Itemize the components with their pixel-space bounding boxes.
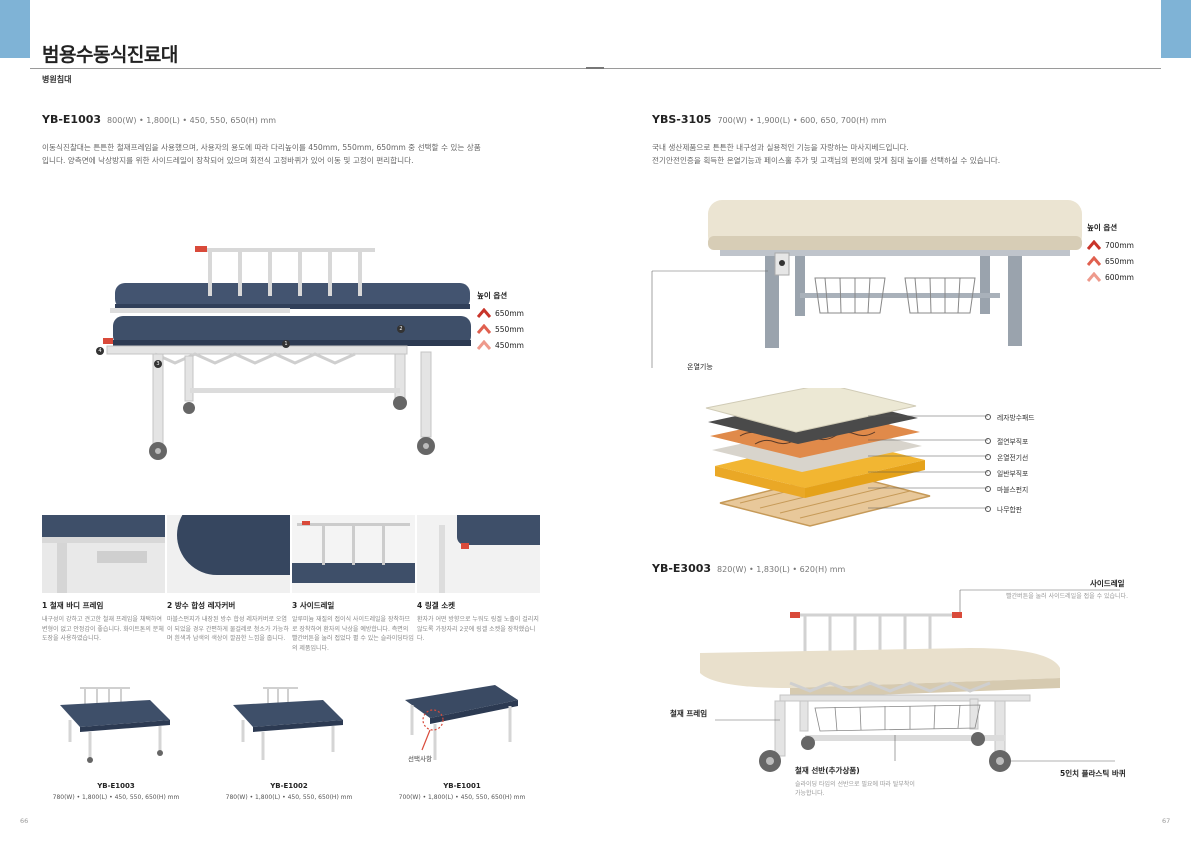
page-subtitle: 병원침대: [42, 75, 72, 84]
model-heading-ybe1003: YB-E1003 800(W) • 1,800(L) • 450, 550, 65…: [42, 113, 276, 126]
height-option: 450mm: [477, 337, 524, 353]
feature-desc: 환자가 어떤 방향으로 누워도 링겔 노출이 걸리지 않도록 가장자리 2곳에 …: [417, 616, 539, 642]
circle-icon: [985, 506, 991, 512]
feature-1: 1 철재 바디 프레임 내구성이 강하고 견고한 철재 프레임을 채택하여 변형…: [42, 600, 164, 644]
product-image-ybe1001: [405, 685, 518, 760]
side-rail-desc: 빨간버튼을 눌러 사이드레일을 접을 수 있습니다.: [1006, 593, 1128, 600]
frame-label: 철재 프레임: [670, 709, 708, 718]
header-rule-mark: [586, 67, 604, 69]
model-spec: 700(W) • 1,900(L) • 600, 650, 700(H) mm: [717, 116, 887, 125]
wheel-label: 5인치 플라스틱 바퀴: [1060, 769, 1126, 778]
product-spec: 780(W) • 1,800(L) • 450, 550, 650(H) mm: [225, 794, 353, 801]
feature-3: 3 사이드레일 알루미늄 재질의 접이식 사이드레일을 장착하므로 장착하여 환…: [292, 600, 414, 653]
feature-desc: 마블스펀지가 내장된 방수 합성 레자커버로 오염이 되었을 경우 간편하게 물…: [167, 616, 289, 642]
model-spec: 800(W) • 1,800(L) • 450, 550, 650(H) mm: [107, 116, 277, 125]
layer-leader-lines: [868, 415, 988, 509]
desc-line: 전기안전인증을 획득한 온열기능과 페이스홀 추가 및 고객님의 편의에 맞게 …: [652, 156, 1001, 165]
layer-label: 절연부직포: [985, 436, 1028, 446]
bed-illustration-ybe3003: [700, 589, 1120, 772]
height-option: 650mm: [477, 305, 524, 321]
desc-line: 국내 생산제품으로 튼튼한 내구성과 실용적인 기능을 자랑하는 마사지베드입니…: [652, 143, 909, 152]
product-image-ybe1002: [233, 687, 343, 760]
feature-thumb-socket: [417, 515, 540, 593]
model-spec: 820(W) • 1,830(L) • 620(H) mm: [717, 565, 846, 574]
product-spec: 780(W) • 1,800(L) • 450, 550, 650(H) mm: [52, 794, 180, 801]
model-heading-ybs3105: YBS-3105 700(W) • 1,900(L) • 600, 650, 70…: [652, 113, 886, 126]
model-description: 국내 생산제품으로 튼튼한 내구성과 실용적인 기능을 자랑하는 마사지베드입니…: [652, 141, 1132, 167]
model-heading-ybe3003: YB-E3003 820(W) • 1,830(L) • 620(H) mm: [652, 562, 845, 575]
model-name: YB-E3003: [652, 562, 712, 575]
feature-title: 3 사이드레일: [292, 601, 335, 610]
chevron-up-icon: [1087, 256, 1101, 266]
heating-label: 온열기능: [687, 363, 713, 371]
product-name: YB-E1001: [443, 782, 481, 790]
feature-title: 4 링겔 소켓: [417, 601, 456, 610]
desc-line: 입니다. 양측면에 낙상방지를 위한 사이드레일이 장착되어 있으며 회전식 고…: [42, 156, 414, 165]
product-name: YB-E1003: [97, 782, 135, 790]
chevron-up-icon: [1087, 272, 1101, 282]
layer-label: 일반부직포: [985, 468, 1028, 478]
height-option: 550mm: [477, 321, 524, 337]
corner-tab-right: [1161, 0, 1191, 58]
circle-icon: [985, 486, 991, 492]
shelf-title: 철재 선반(추가상품): [795, 766, 860, 775]
bed-number-4: 4: [96, 347, 104, 355]
chevron-up-icon: [477, 340, 491, 350]
circle-icon: [985, 454, 991, 460]
layer-label: 레자방수패드: [985, 412, 1035, 422]
circle-icon: [985, 470, 991, 476]
height-option: 600mm: [1087, 269, 1134, 285]
bed-number-1: 1: [282, 340, 290, 348]
height-options-right: 높이 옵션 700mm 650mm 600mm: [1087, 222, 1134, 285]
height-options-title: 높이 옵션: [477, 291, 508, 300]
bed-number-3: 3: [154, 360, 162, 368]
feature-desc: 내구성이 강하고 견고한 철재 프레임을 채택하여 변형이 없고 안정감이 좋습…: [42, 616, 164, 642]
model-description: 이동식진찰대는 튼튼한 철재프레임을 사용했으며, 사용자의 용도에 따라 다리…: [42, 141, 562, 167]
chevron-up-icon: [1087, 240, 1101, 250]
feature-thumb-rail: [292, 515, 415, 593]
feature-title: 2 방수 합성 레자커버: [167, 601, 236, 610]
feature-thumb-cover: [167, 515, 290, 593]
desc-line: 이동식진찰대는 튼튼한 철재프레임을 사용했으며, 사용자의 용도에 따라 다리…: [42, 143, 481, 152]
page-number-left: 66: [20, 817, 29, 825]
product-ybe1003: YB-E1003 780(W) • 1,800(L) • 450, 550, 6…: [40, 782, 192, 801]
page-number-right: 67: [1162, 817, 1171, 825]
corner-tab-left: [0, 0, 30, 58]
height-options-left: 높이 옵션 650mm 550mm 450mm: [477, 290, 524, 353]
bed-illustration-ybe1003: [103, 246, 471, 460]
circle-icon: [985, 438, 991, 444]
shelf-desc: 슬라이딩 타입의 선반으로 필요에 따라 탈부착이 가능합니다.: [795, 781, 915, 797]
circle-icon: [985, 414, 991, 420]
height-options-title: 높이 옵션: [1087, 223, 1118, 232]
massage-bed-illustration: [651, 200, 1082, 368]
height-option: 650mm: [1087, 253, 1134, 269]
product-ybe1002: YB-E1002 780(W) • 1,800(L) • 450, 550, 6…: [213, 782, 365, 801]
product-spec: 700(W) • 1,800(L) • 450, 550, 650(H) mm: [398, 794, 526, 801]
bed-number-2: 2: [397, 325, 405, 333]
feature-4: 4 링겔 소켓 환자가 어떤 방향으로 누워도 링겔 노출이 걸리지 않도록 가…: [417, 600, 539, 644]
height-option: 700mm: [1087, 237, 1134, 253]
feature-title: 1 철재 바디 프레임: [42, 601, 104, 610]
feature-desc: 알루미늄 재질의 접이식 사이드레일을 장착하므로 장착하여 환자의 낙상을 예…: [292, 616, 414, 652]
feature-thumb-frame: [42, 515, 165, 593]
option-label: 선택사항: [408, 755, 432, 763]
feature-2: 2 방수 합성 레자커버 마블스펀지가 내장된 방수 합성 레자커버로 오염이 …: [167, 600, 289, 644]
model-name: YBS-3105: [652, 113, 712, 126]
layer-label: 온열전기선: [985, 452, 1028, 462]
chevron-up-icon: [477, 308, 491, 318]
layer-label: 마블스펀지: [985, 484, 1028, 494]
product-image-ybe1003: [60, 687, 170, 763]
product-name: YB-E1002: [270, 782, 308, 790]
model-name: YB-E1003: [42, 113, 102, 126]
side-rail-title: 사이드레일: [1090, 579, 1125, 588]
chevron-up-icon: [477, 324, 491, 334]
page-title: 범용수동식진료대: [42, 44, 178, 66]
layer-label: 나무합판: [985, 504, 1022, 514]
mattress-layers-diagram: [705, 388, 931, 527]
product-ybe1001: YB-E1001 700(W) • 1,800(L) • 450, 550, 6…: [386, 782, 538, 801]
